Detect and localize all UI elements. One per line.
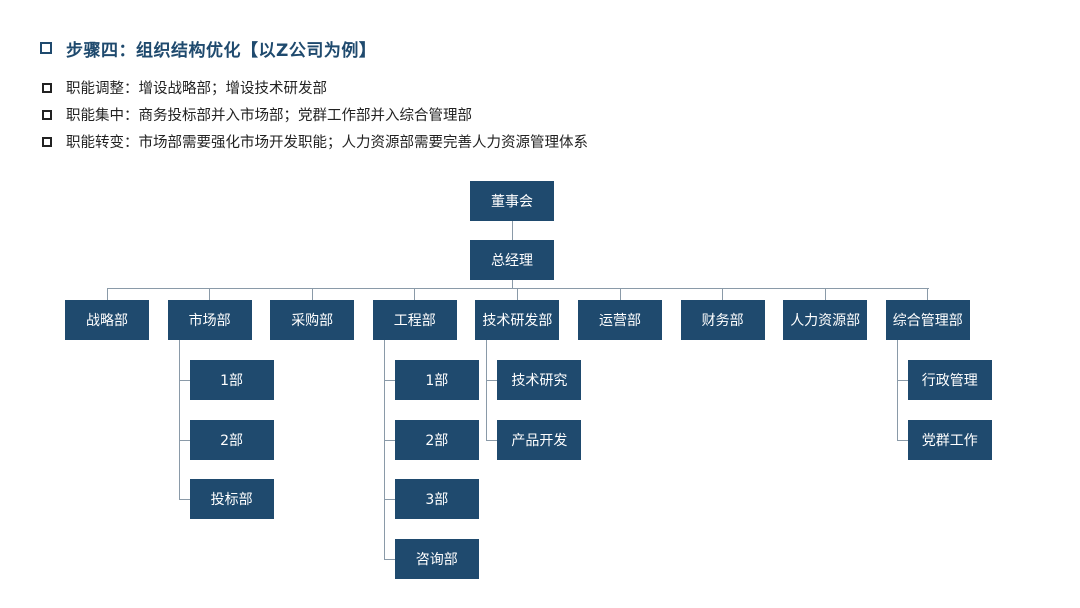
connector-line bbox=[107, 288, 929, 289]
org-node-department: 运营部 bbox=[578, 300, 662, 340]
org-node-department: 工程部 bbox=[372, 300, 457, 340]
square-bullet-icon bbox=[42, 82, 52, 93]
org-node-subunit: 咨询部 bbox=[394, 538, 479, 579]
connector-line bbox=[106, 288, 108, 300]
connector-line bbox=[178, 439, 190, 441]
connector-line bbox=[824, 288, 826, 300]
org-node-board: 董事会 bbox=[470, 181, 554, 221]
connector-line bbox=[209, 288, 211, 300]
bullet-item: 职能调整：增设战略部；增设技术研发部 bbox=[42, 74, 588, 101]
connector-line bbox=[383, 499, 395, 500]
org-node-department: 财务部 bbox=[680, 300, 765, 340]
connector-line bbox=[896, 380, 908, 381]
org-node-subunit: 1部 bbox=[189, 360, 274, 400]
bullet-item: 职能转变：市场部需要强化市场开发职能；人力资源部需要完善人力资源管理体系 bbox=[42, 128, 588, 155]
title-text: 步骤四：组织结构优化【以Z公司为例】 bbox=[66, 40, 377, 61]
connector-line bbox=[178, 499, 190, 500]
connector-line bbox=[383, 439, 395, 441]
org-node-department: 市场部 bbox=[167, 300, 252, 340]
square-bullet-icon bbox=[42, 136, 52, 147]
connector-line bbox=[486, 340, 488, 441]
org-node-subunit: 1部 bbox=[394, 360, 479, 400]
connector-line bbox=[927, 288, 929, 300]
org-node-subunit: 2部 bbox=[394, 419, 479, 460]
org-node-subunit: 技术研究 bbox=[497, 360, 582, 400]
connector-line bbox=[178, 380, 190, 381]
connector-line bbox=[486, 380, 498, 381]
bullet-text: 职能集中：商务投标部并入市场部；党群工作部并入综合管理部 bbox=[66, 108, 472, 124]
slide-title: 步骤四：组织结构优化【以Z公司为例】 bbox=[40, 36, 377, 61]
connector-line bbox=[516, 288, 518, 300]
org-node-department: 采购部 bbox=[270, 300, 355, 340]
org-node-department: 综合管理部 bbox=[885, 300, 970, 340]
org-node-department: 人力资源部 bbox=[783, 300, 868, 340]
org-node-subunit: 投标部 bbox=[189, 479, 274, 519]
connector-line bbox=[486, 439, 498, 441]
connector-line bbox=[178, 340, 180, 500]
connector-line bbox=[383, 558, 395, 560]
org-node-subunit: 行政管理 bbox=[907, 360, 992, 400]
org-node-general-manager: 总经理 bbox=[470, 240, 554, 280]
connector-line bbox=[896, 340, 898, 441]
connector-line bbox=[511, 280, 513, 288]
bullet-item: 职能集中：商务投标部并入市场部；党群工作部并入综合管理部 bbox=[42, 101, 588, 128]
connector-line bbox=[383, 380, 395, 381]
connector-line bbox=[511, 221, 513, 240]
org-node-subunit: 2部 bbox=[189, 419, 274, 460]
org-node-subunit: 产品开发 bbox=[497, 419, 582, 460]
org-node-department: 技术研发部 bbox=[475, 300, 560, 340]
org-node-department: 战略部 bbox=[65, 300, 149, 340]
connector-line bbox=[896, 439, 908, 441]
square-bullet-icon bbox=[40, 42, 52, 54]
connector-line bbox=[383, 340, 385, 560]
connector-line bbox=[311, 288, 313, 300]
org-node-subunit: 党群工作 bbox=[907, 419, 992, 460]
connector-line bbox=[619, 288, 621, 300]
connector-line bbox=[722, 288, 724, 300]
connector-line bbox=[414, 288, 416, 300]
bullet-text: 职能调整：增设战略部；增设技术研发部 bbox=[66, 81, 327, 97]
org-node-subunit: 3部 bbox=[394, 479, 479, 519]
square-bullet-icon bbox=[42, 109, 52, 120]
bullet-text: 职能转变：市场部需要强化市场开发职能；人力资源部需要完善人力资源管理体系 bbox=[66, 135, 588, 151]
bullet-list: 职能调整：增设战略部；增设技术研发部 职能集中：商务投标部并入市场部；党群工作部… bbox=[42, 74, 588, 155]
